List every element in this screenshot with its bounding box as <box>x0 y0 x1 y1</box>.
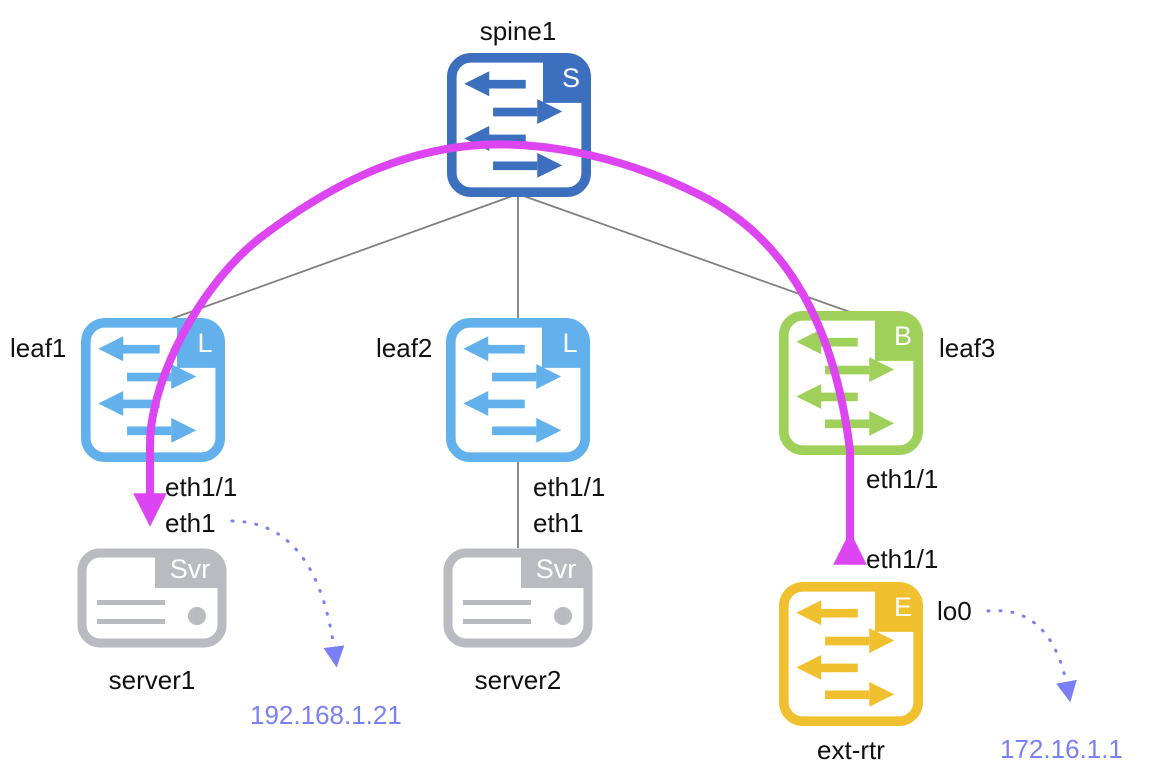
ext-rtr-ip-address: 172.16.1.1 <box>1000 734 1123 764</box>
leaf1-badge: L <box>197 328 212 358</box>
spine1-label: spine1 <box>480 16 557 46</box>
leaf1-label: leaf1 <box>10 333 66 363</box>
links <box>167 193 851 548</box>
leaf3-node[interactable]: B leaf3 <box>784 316 996 450</box>
spine1-badge: S <box>562 63 580 93</box>
server1-interface-label: eth1 <box>165 508 216 538</box>
server1-ip-address: 192.168.1.21 <box>250 700 402 730</box>
server2-node[interactable]: Svr server2 <box>448 553 588 695</box>
server2-badge: Svr <box>536 554 577 584</box>
leaf2-interface-label: eth1/1 <box>533 472 605 502</box>
ext-rtr-node[interactable]: E ext-rtr <box>784 587 918 765</box>
server1-node[interactable]: Svr server1 <box>82 553 222 695</box>
ext-rtr-ip-pointer <box>986 609 1077 703</box>
spine1-node[interactable]: S spine1 <box>452 16 586 192</box>
ip-annotations: 192.168.1.21 172.16.1.1 <box>230 519 1123 764</box>
leaf1-node[interactable]: L leaf1 <box>10 323 220 457</box>
traffic-path-arrow <box>133 140 867 565</box>
leaf2-badge: L <box>562 328 577 358</box>
ext-rtr-badge: E <box>894 592 912 622</box>
ext-rtr-interface-label: eth1/1 <box>866 544 938 574</box>
server2-label: server2 <box>475 665 562 695</box>
link-spine1-leaf1 <box>167 193 519 321</box>
server1-badge: Svr <box>170 554 211 584</box>
ext-rtr-loopback-label: lo0 <box>937 596 972 626</box>
leaf3-label: leaf3 <box>939 333 995 363</box>
leaf3-badge: B <box>894 321 912 351</box>
leaf3-interface-label: eth1/1 <box>866 464 938 494</box>
server1-label: server1 <box>109 665 196 695</box>
leaf2-node[interactable]: L leaf2 <box>376 323 585 457</box>
leaf1-interface-label: eth1/1 <box>165 472 237 502</box>
link-spine1-leaf3 <box>517 193 851 313</box>
server2-interface-label: eth1 <box>533 508 584 538</box>
leaf2-label: leaf2 <box>376 333 432 363</box>
ext-rtr-label: ext-rtr <box>817 735 885 765</box>
server1-ip-pointer <box>230 519 345 668</box>
